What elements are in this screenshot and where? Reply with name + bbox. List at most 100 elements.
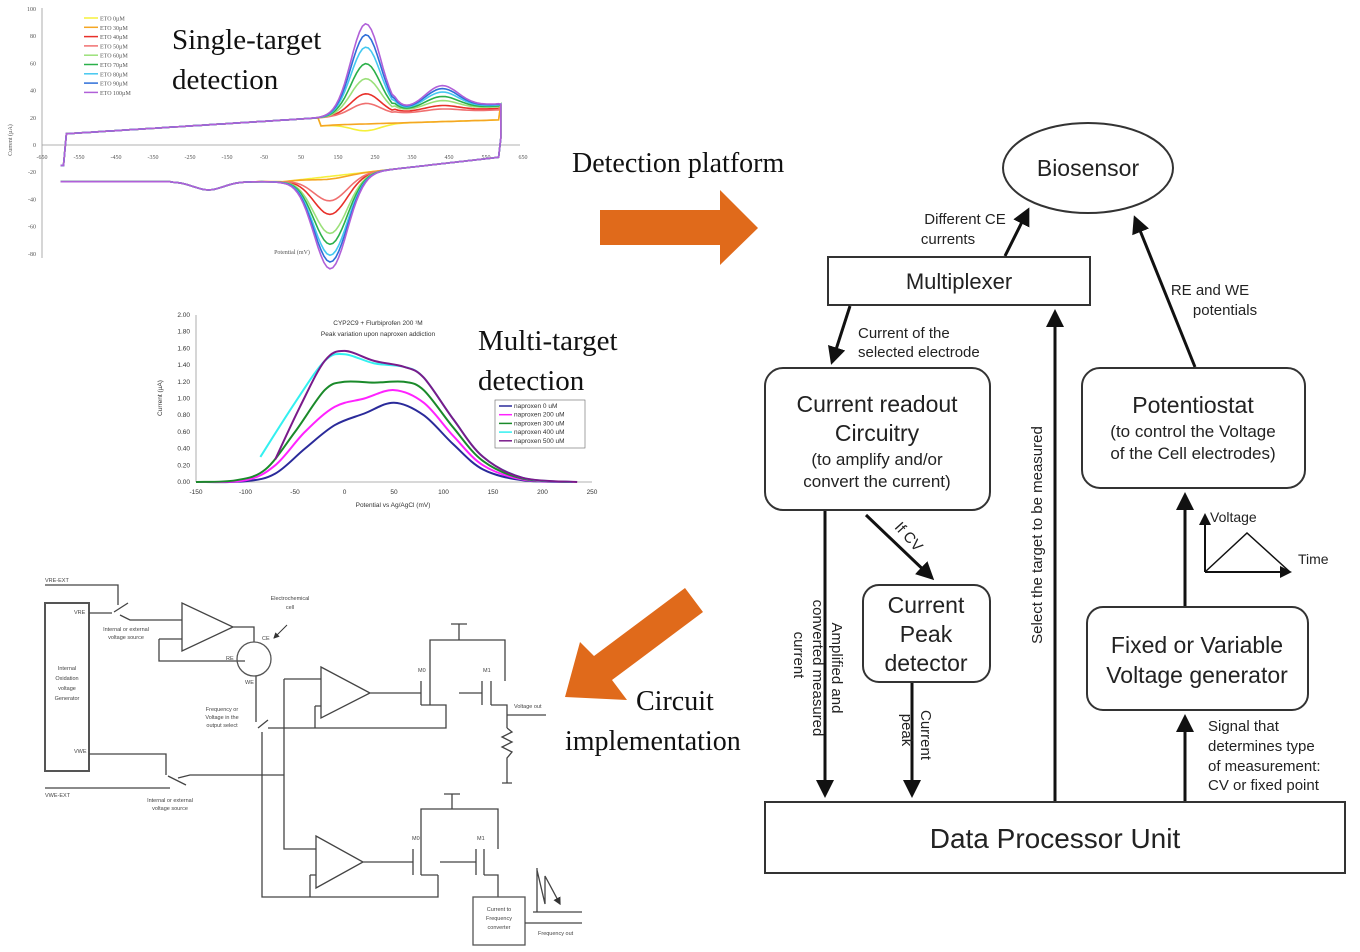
current-readout-desc-2: convert the current): [803, 472, 950, 491]
legend-entry: naproxen 0 uM: [514, 403, 557, 410]
x-tick-label: -550: [74, 155, 85, 161]
x-tick-label: 450: [445, 155, 454, 161]
source-select-label-2: voltage source: [108, 635, 144, 641]
generator-label-4: Generator: [55, 696, 80, 702]
x-axis-label: Potential (mV): [274, 249, 310, 256]
voltage-generator-node: [1086, 606, 1309, 711]
cv-series-line: [60, 77, 502, 235]
y-tick-label: 20: [30, 116, 36, 122]
y-tick-label: -60: [28, 225, 36, 231]
potentiostat-desc-2: of the Cell electrodes): [1110, 444, 1275, 463]
y-tick-label: 1.80: [177, 329, 190, 336]
signal-label-2: determines type: [1208, 738, 1315, 755]
x-tick-label: 50: [390, 489, 398, 496]
x-axis-label: Potential vs Ag/AgCl (mV): [356, 502, 431, 509]
x-tick-label: 350: [408, 155, 417, 161]
y-tick-label: 0.40: [177, 446, 190, 453]
m1-label: M1: [483, 668, 491, 674]
source-select-label-b-2: voltage source: [152, 806, 188, 812]
y-tick-label: 0: [33, 143, 36, 149]
x-tick-label: -50: [260, 155, 268, 161]
potentiostat-title: Potentiostat: [1132, 392, 1254, 418]
current-readout-desc: (to amplify and/or: [811, 450, 943, 469]
vre-label: VRE: [74, 610, 86, 616]
legend-entry: ETO 40µM: [100, 35, 129, 41]
time-axis-label: Time: [1298, 551, 1329, 567]
y-tick-label: 1.60: [177, 345, 190, 352]
chart-subtitle: Peak variation upon naproxen addiction: [321, 331, 436, 338]
right-arrow-icon: [600, 190, 758, 265]
x-tick-label: 150: [488, 489, 499, 496]
x-tick-label: 0: [343, 489, 347, 496]
series-line: [195, 380, 573, 483]
re-we-label-2: potentials: [1193, 302, 1257, 319]
y-tick-label: 0.00: [177, 479, 190, 486]
vwe-ext-label: VWE-EXT: [45, 793, 71, 799]
converter-label-3: converter: [488, 925, 511, 931]
edge-multiplexer-readout: [828, 305, 852, 365]
converter-block: [472, 896, 526, 946]
series-line: [274, 349, 578, 483]
x-tick-label: 250: [371, 155, 380, 161]
data-processor-node: [764, 801, 1346, 874]
legend-entry: naproxen 300 uM: [514, 420, 565, 427]
output-select-label-2: Voltage in the: [205, 715, 238, 721]
signal-label-4: CV or fixed point: [1208, 777, 1320, 794]
multiplexer-node: [827, 256, 1091, 306]
y-tick-label: 1.00: [177, 396, 190, 403]
detection-platform-label: Detection platform: [572, 148, 784, 179]
circuit-implementation-label-2: implementation: [565, 726, 741, 757]
x-tick-label: -50: [290, 489, 300, 496]
cell-label-2: cell: [286, 605, 294, 611]
generator-label-2: Oxidation: [55, 676, 78, 682]
if-cv-label: If CV: [891, 519, 926, 555]
voltage-generator-label-2: Voltage generator: [1106, 662, 1288, 688]
electrochemical-cell-icon: [236, 641, 272, 677]
generator-label: Internal: [58, 666, 76, 672]
y-tick-label: 80: [30, 34, 36, 40]
legend-entry: naproxen 500 uM: [514, 438, 565, 445]
peak-detector-label-2: Peak: [900, 621, 953, 647]
legend-entry: ETO 90µM: [100, 82, 129, 88]
current-readout-title: Current readout: [796, 391, 958, 417]
x-tick-label: -650: [37, 155, 48, 161]
chart-title: CYP2C9 + Flurbiprofen 200 ¹M: [333, 320, 422, 327]
multiplexer-label: Multiplexer: [906, 269, 1012, 294]
y-tick-label: 0.20: [177, 462, 190, 469]
cv-series-line: [60, 92, 502, 216]
block-diagram: Biosensor Multiplexer Current readout Ci…: [764, 122, 1346, 874]
peak-detector-label: Current: [888, 592, 965, 618]
frequency-waveform-icon: [525, 868, 582, 924]
ce-currents-label: Different CE: [924, 211, 1005, 228]
voltage-axis-label: Voltage: [1210, 509, 1257, 525]
amplified-label-2: converted measured: [809, 600, 826, 737]
x-tick-label: 150: [334, 155, 343, 161]
edge-potentiostat-biosensor: [1132, 215, 1197, 368]
x-tick-label: -450: [111, 155, 122, 161]
source-select-label-b: Internal or external: [147, 798, 193, 804]
x-tick-label: 100: [438, 489, 449, 496]
legend-entry: naproxen 400 uM: [514, 429, 565, 436]
frequency-out-label: Frequency out: [538, 931, 574, 937]
ce-currents-label-2: currents: [921, 231, 975, 248]
amplified-label: Amplified and: [828, 623, 845, 714]
re-we-label: RE and WE: [1171, 282, 1249, 299]
edge-readout-peak: [864, 513, 935, 581]
x-tick-label: -150: [189, 489, 202, 496]
signal-label: Signal that: [1208, 718, 1280, 735]
legend-entry: naproxen 200 uM: [514, 412, 565, 419]
single-target-label-2: detection: [172, 64, 279, 96]
down-left-arrow-icon: [565, 588, 703, 700]
current-peak-label: Current: [917, 710, 934, 761]
single-target-cv-chart: 100806040200-20-40-60-80-650-550-450-350…: [7, 7, 528, 270]
y-tick-label: 2.00: [177, 312, 190, 319]
voltage-waveform-icon: [1199, 513, 1292, 578]
cv-series-line: [60, 22, 502, 270]
signal-label-3: of measurement:: [1208, 758, 1321, 775]
oxidation-generator-block: [44, 602, 90, 772]
legend-entry: ETO 0µM: [100, 17, 126, 23]
cv-series-line: [60, 104, 502, 191]
source-select-label: Internal or external: [103, 627, 149, 633]
vwe-label: VWE: [74, 749, 87, 755]
peak-detector-node: [862, 584, 991, 683]
